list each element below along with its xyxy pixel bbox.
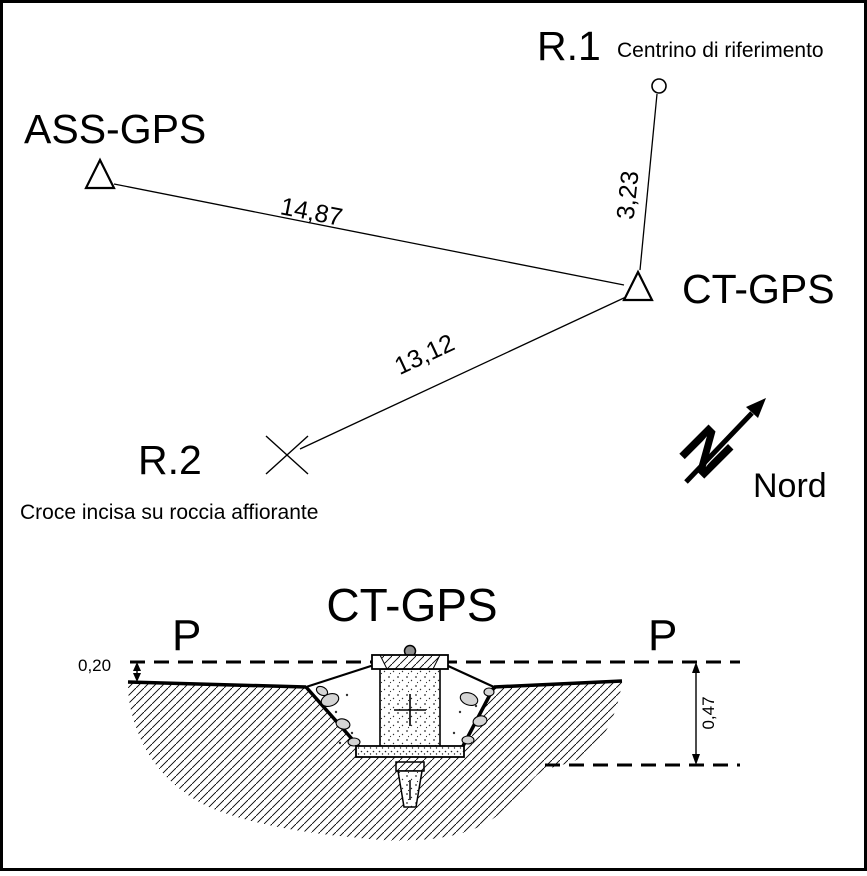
concrete-aggregate-dots bbox=[334, 693, 478, 745]
collar-top-left-edge bbox=[305, 663, 375, 689]
plane-label-left: P bbox=[172, 611, 201, 660]
depth-dim-top-arrow bbox=[133, 662, 141, 682]
ground-line-right bbox=[493, 679, 623, 689]
ct-gps-label: CT-GPS bbox=[682, 266, 835, 312]
plan-line-ass-to-ct bbox=[113, 183, 625, 286]
plane-label-right: P bbox=[648, 611, 677, 660]
concrete-stones bbox=[315, 685, 495, 747]
depth-dim-bottom-arrow bbox=[692, 662, 700, 765]
north-arrow-shaft bbox=[684, 411, 754, 484]
plan-line-ct-to-r2 bbox=[299, 296, 627, 450]
collar-top-right-edge bbox=[445, 664, 495, 688]
ass-gps-label: ASS-GPS bbox=[24, 106, 206, 152]
r1-point-icon bbox=[651, 78, 667, 94]
ground-line-left bbox=[127, 680, 307, 689]
buried-marker-cap-hatch bbox=[395, 761, 425, 772]
ass-gps-triangle-icon bbox=[84, 157, 116, 190]
section-title: CT-GPS bbox=[326, 579, 497, 631]
ct-gps-triangle-icon bbox=[622, 269, 654, 302]
soil-hatch-area bbox=[128, 682, 622, 841]
base-plate-texture bbox=[355, 745, 465, 758]
r2-description: Croce incisa su roccia affiorante bbox=[20, 501, 318, 524]
distance-r1-ct: 3,23 bbox=[612, 169, 645, 220]
r1-label: R.1 bbox=[537, 23, 601, 69]
top-plate-hatch bbox=[379, 654, 441, 670]
r2-label: R.2 bbox=[138, 437, 202, 483]
north-arrow-head bbox=[746, 398, 766, 418]
r1-description: Centrino di riferimento bbox=[617, 39, 824, 62]
depth-dim-top-label: 0,20 bbox=[78, 656, 111, 675]
r2-cross-icon bbox=[265, 435, 309, 475]
plan-line-r1-to-ct bbox=[639, 93, 658, 271]
depth-dim-bottom-label: 0,47 bbox=[699, 696, 718, 729]
north-label: Nord bbox=[753, 467, 827, 505]
